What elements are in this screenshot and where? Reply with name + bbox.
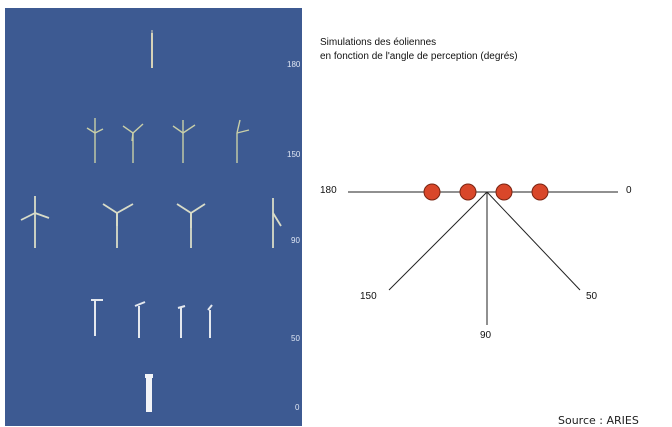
observer-dot [531, 183, 549, 201]
turbine-row-4 [91, 299, 213, 338]
title-line-2: en fonction de l'angle de perception (de… [320, 51, 518, 62]
turbine-drawings [20, 30, 282, 412]
turbine-row-5 [145, 374, 153, 412]
row-label-50: 50 [291, 334, 300, 343]
diagram-title: Simulations des éoliennes en fonction de… [320, 36, 650, 64]
row-label-90: 90 [291, 236, 300, 245]
row-label-180: 180 [287, 60, 301, 69]
row-label-0: 0 [295, 403, 300, 412]
turbine-row-3 [20, 196, 282, 248]
label-180: 180 [320, 185, 337, 196]
turbine-simulation-panel: 180 150 90 50 0 [5, 8, 302, 426]
row-label-150: 150 [287, 150, 301, 159]
label-150: 150 [360, 291, 377, 302]
top-banner-cutoff [0, 0, 672, 7]
observer-dots [423, 183, 549, 201]
title-line-1: Simulations des éoliennes [320, 37, 437, 48]
angle-diagram-svg [348, 183, 618, 325]
label-0: 0 [626, 185, 632, 196]
angle-diagram: 180 0 150 90 50 [300, 120, 640, 355]
observer-dot [495, 183, 513, 201]
observer-dot [459, 183, 477, 201]
turbine-row-2 [86, 118, 250, 163]
ray-150 [388, 191, 488, 291]
observer-dot [423, 183, 441, 201]
label-50: 50 [586, 291, 598, 302]
ray-50 [486, 191, 581, 291]
source-credit: Source : ARIES [558, 414, 639, 427]
label-90: 90 [480, 330, 492, 341]
